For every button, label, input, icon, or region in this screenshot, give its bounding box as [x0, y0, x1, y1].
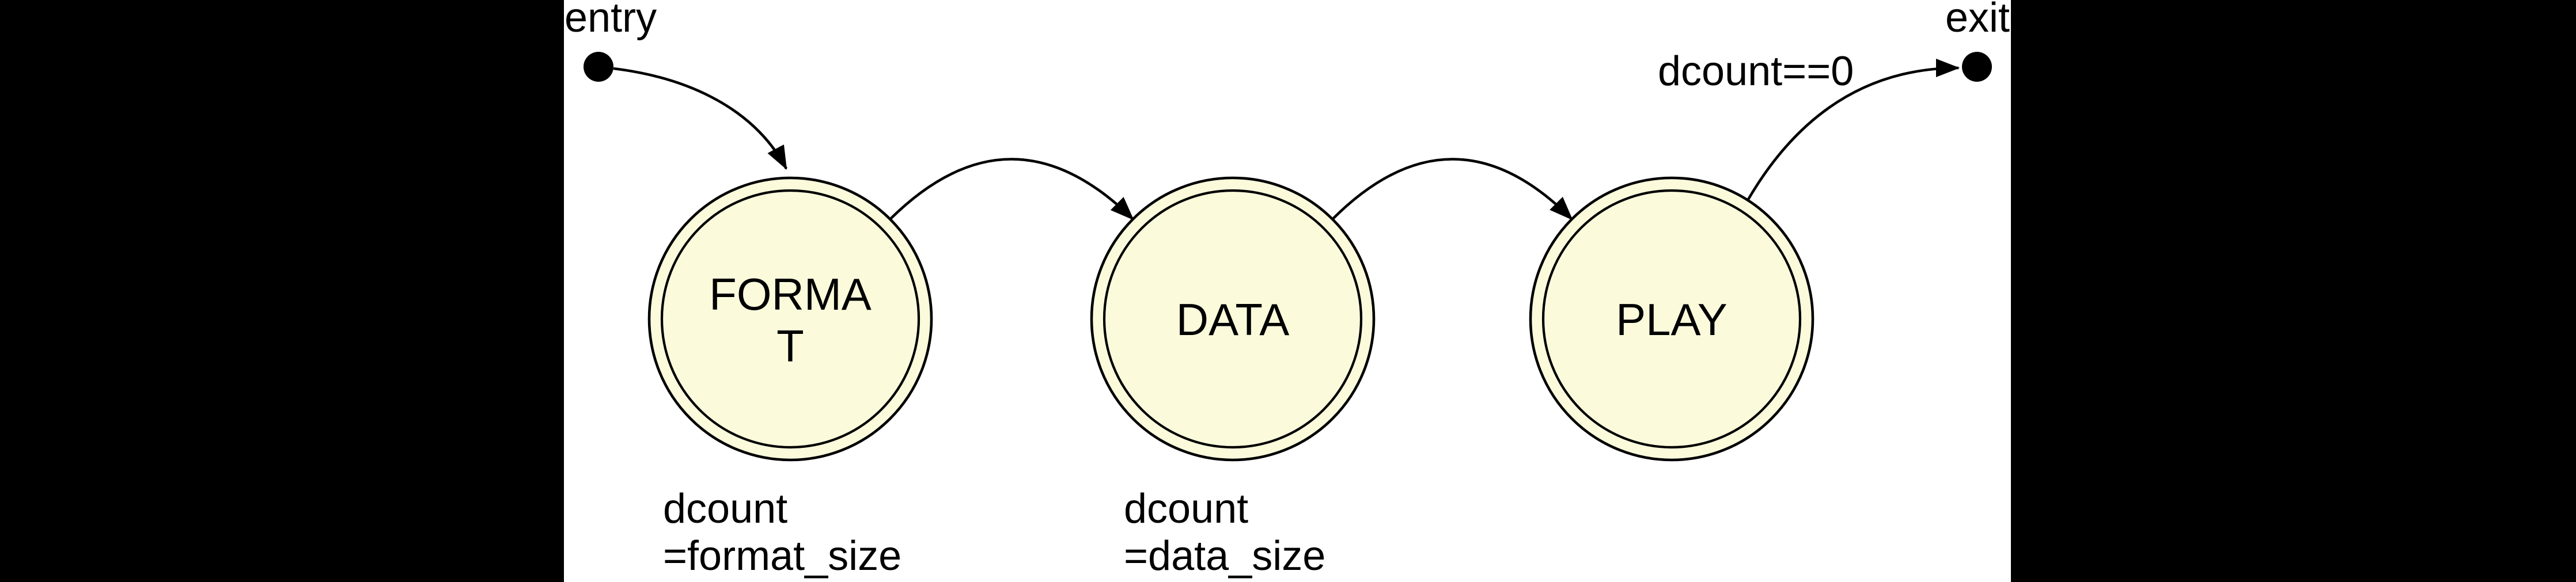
- state-play: PLAY: [1529, 176, 1814, 462]
- format-action-line1: dcount: [663, 486, 787, 532]
- state-format-outer-ellipse: [647, 176, 933, 462]
- transition-data-to-play: [1331, 158, 1573, 220]
- state-format-label-line1: FORMA: [709, 269, 872, 319]
- transition-play-to-exit: [1747, 58, 1960, 201]
- state-play-inner-ellipse: [1541, 189, 1802, 449]
- right-letterbox: [2011, 0, 2576, 582]
- state-format-inner-ellipse: [660, 189, 920, 449]
- data-action-line2: =data_size: [1124, 533, 1325, 579]
- left-letterbox: [0, 0, 564, 582]
- transition-entry-to-format: [613, 67, 788, 170]
- exit-point-node: [1962, 52, 1992, 82]
- state-data-outer-ellipse: [1090, 176, 1376, 462]
- data-action-line1: dcount: [1124, 486, 1248, 532]
- state-data-label: DATA: [1176, 294, 1289, 345]
- state-data-inner-ellipse: [1103, 189, 1363, 449]
- format-action-caption: dcount =format_size: [663, 486, 901, 579]
- transition-format-to-data: [889, 158, 1134, 220]
- state-play-outer-ellipse: [1529, 176, 1814, 462]
- format-action-line2: =format_size: [663, 533, 901, 579]
- data-action-caption: dcount =data_size: [1124, 486, 1325, 579]
- entry-label: entry: [565, 0, 657, 41]
- entry-point-node: [584, 52, 613, 82]
- state-play-label: PLAY: [1616, 294, 1728, 345]
- state-format: FORMA T: [647, 176, 933, 462]
- state-format-label-line2: T: [776, 321, 804, 371]
- exit-label: exit: [1945, 0, 2010, 41]
- exit-transition-guard-label: dcount==0: [1658, 48, 1854, 94]
- state-data: DATA: [1090, 176, 1376, 462]
